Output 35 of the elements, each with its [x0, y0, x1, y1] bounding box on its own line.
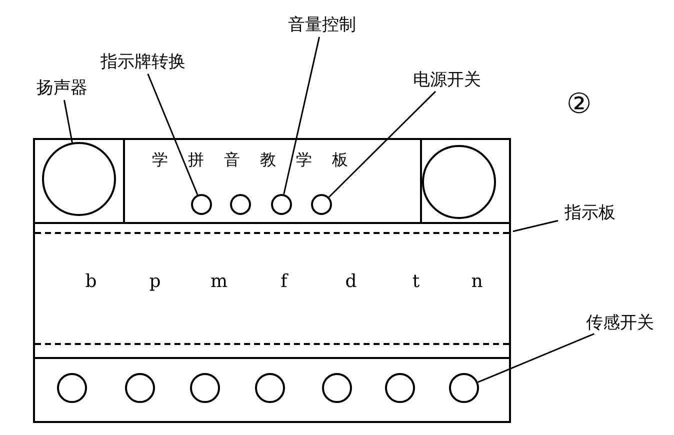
callout-label: 扬声器 — [30, 78, 94, 98]
letter-label: t — [411, 271, 421, 292]
callout-label: 指示板 — [560, 203, 620, 223]
sensor-switch-circle — [255, 373, 285, 403]
leader-line — [478, 333, 594, 383]
knob-circle — [271, 194, 292, 215]
speaker-circle — [422, 145, 496, 219]
letter-label: p — [148, 271, 162, 292]
letter-label: f — [280, 271, 290, 292]
sensor-switch-circle — [322, 373, 352, 403]
callout-label: 传感开关 — [578, 313, 662, 333]
callout-label: 音量控制 — [280, 15, 364, 35]
leader-line — [512, 220, 558, 232]
sensor-switch-circle — [190, 373, 220, 403]
letter-label: m — [209, 271, 229, 292]
leader-line — [147, 74, 198, 196]
leader-line — [283, 36, 320, 194]
leader-line — [64, 100, 73, 143]
speaker-circle — [42, 142, 116, 216]
leader-line — [328, 90, 436, 198]
device-frame — [33, 138, 511, 423]
letter-label: n — [470, 271, 484, 292]
sensor-switch-circle — [449, 373, 479, 403]
knob-circle — [230, 194, 251, 215]
callout-label: 电源开关 — [405, 70, 489, 90]
sensor-switch-circle — [385, 373, 415, 403]
letter-label: b — [84, 271, 98, 292]
panel-title: 学拼音教学板 — [152, 150, 368, 170]
letter-label: d — [344, 271, 358, 292]
callout-label: 指示牌转换 — [92, 52, 194, 72]
sensor-switch-circle — [125, 373, 155, 403]
knob-circle — [191, 194, 212, 215]
knob-circle — [311, 194, 332, 215]
figure-number: ② — [566, 89, 592, 119]
sensor-switch-circle — [57, 373, 87, 403]
